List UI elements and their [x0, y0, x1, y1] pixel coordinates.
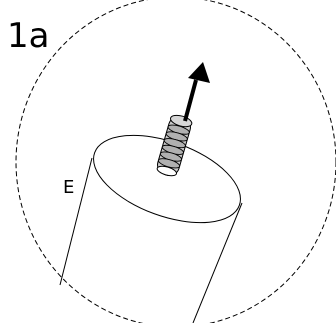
spring-bottom-cap — [156, 165, 178, 177]
cylinder — [59, 134, 243, 323]
arrow-shaft — [183, 79, 198, 122]
panel-label: 1a — [7, 16, 49, 56]
arrow-head — [188, 62, 210, 83]
cylinder-left-edge — [59, 157, 93, 286]
cylinder-right-edge — [192, 202, 243, 323]
spring — [156, 114, 193, 177]
force-arrow — [183, 62, 210, 122]
part-label-e: E — [63, 177, 74, 198]
